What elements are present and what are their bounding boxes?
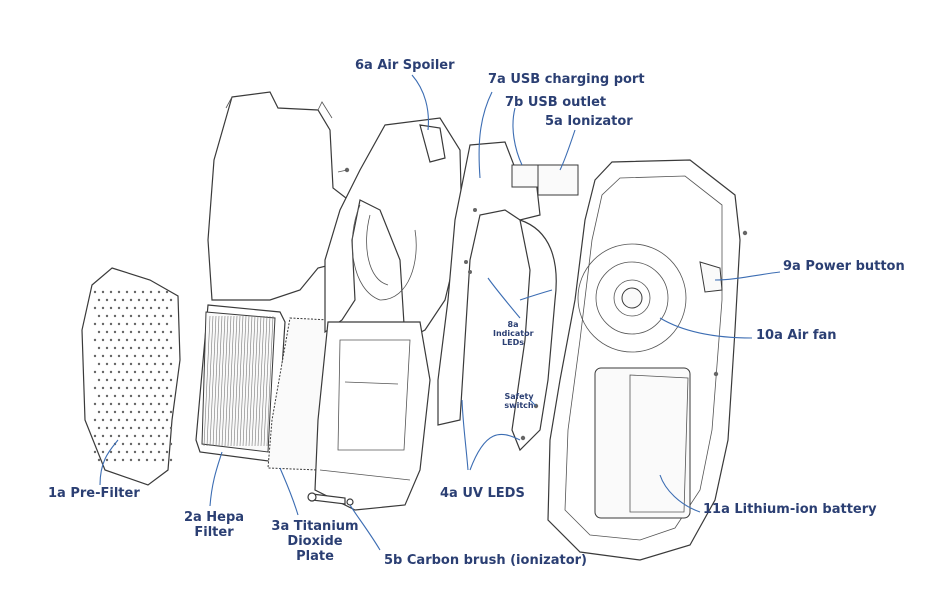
label-usb-outlet: 7b USB outlet <box>505 95 607 110</box>
label-air-fan: 10a Air fan <box>756 328 837 343</box>
label-titanium-line3: Plate <box>296 549 334 564</box>
titanium-dioxide-plate <box>267 317 331 471</box>
carbon-brush <box>307 492 354 506</box>
label-safety-switch: Safety switch <box>502 392 536 410</box>
hepa-filter <box>195 304 286 463</box>
label-uv-leds: 4a UV LEDS <box>440 486 525 501</box>
pre-filter <box>81 267 181 486</box>
label-safety-line1: Safety <box>504 392 534 401</box>
label-power-button: 9a Power button <box>783 259 905 274</box>
label-indicator-line2: Indicator <box>493 329 534 338</box>
label-pre-filter: 1a Pre-Filter <box>48 486 140 501</box>
label-ionizator: 5a Ionizator <box>545 114 633 129</box>
circuit-board <box>437 141 579 452</box>
label-indicator-line1: 8a <box>507 320 519 329</box>
air-spoiler-frame <box>324 117 463 341</box>
lower-housing <box>314 321 431 511</box>
label-hepa-line1: 2a Hepa <box>183 510 245 525</box>
label-indicator-leds: 8a Indicator LEDs <box>493 320 534 347</box>
label-safety-line2: switch <box>504 401 534 410</box>
leader-lines <box>99 74 781 551</box>
label-titanium-plate: 3a Titanium Dioxide Plate <box>270 519 360 564</box>
label-titanium-line2: Dioxide <box>287 534 343 549</box>
label-carbon-brush: 5b Carbon brush (ionizator) <box>384 553 587 568</box>
label-titanium-line1: 3a Titanium <box>271 519 359 534</box>
label-indicator-line3: LEDs <box>502 338 524 347</box>
label-air-spoiler: 6a Air Spoiler <box>355 58 455 73</box>
label-hepa-line2: Filter <box>194 525 234 540</box>
label-hepa-filter: 2a Hepa Filter <box>178 510 250 540</box>
label-usb-charging-port: 7a USB charging port <box>488 72 645 87</box>
front-housing <box>547 159 748 561</box>
label-battery: 11a Lithium-ion battery <box>703 502 877 517</box>
